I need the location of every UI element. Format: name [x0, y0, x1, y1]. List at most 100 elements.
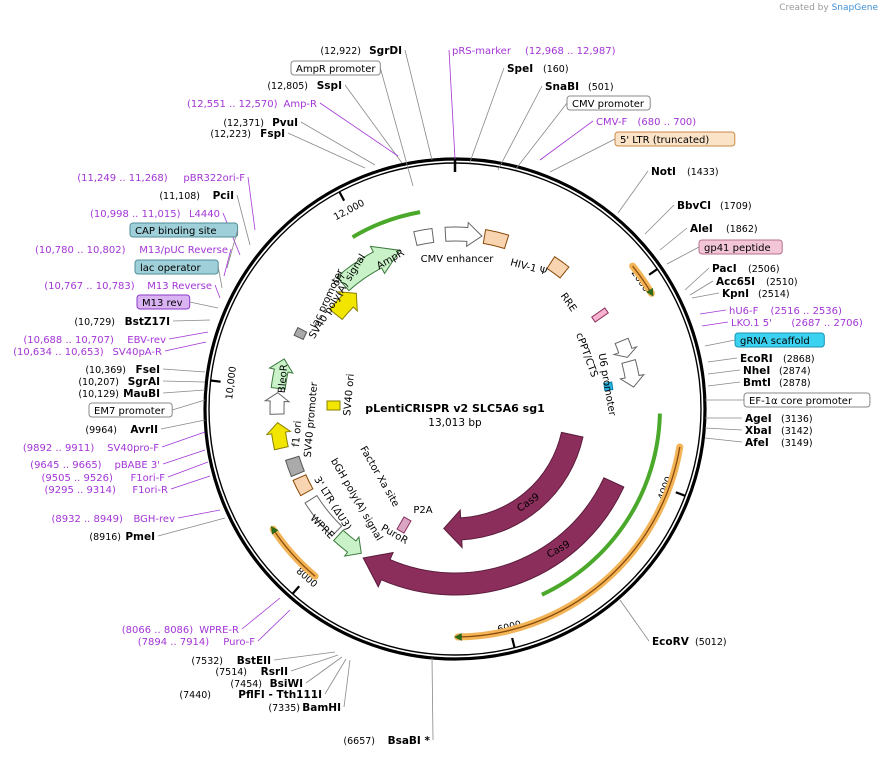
- leader-line: [379, 67, 414, 187]
- leader-line: [226, 229, 238, 269]
- leader-line: [659, 227, 688, 251]
- ltr3-box: [292, 474, 314, 497]
- f1-ori-label: f1 ori: [291, 420, 304, 447]
- enzyme-name: PciI: [213, 190, 234, 202]
- sv40-promoter-label: SV40 promoter: [303, 381, 321, 458]
- enzyme-position: (160): [543, 64, 569, 75]
- enzyme-name: PacI: [712, 263, 737, 275]
- enzyme-position: (3136): [781, 414, 813, 425]
- primer-position: (9645 .. 9665): [30, 460, 102, 471]
- leader-line: [707, 357, 738, 363]
- leader-line: [666, 246, 700, 265]
- primer-name: SV40pA-R: [113, 347, 162, 358]
- enzyme-name: BstZ17I: [125, 316, 170, 328]
- enzyme-name: NheI: [743, 365, 770, 377]
- enzyme-name: BsaBI *: [388, 735, 431, 747]
- sv40-promoter-arrow: [263, 392, 291, 415]
- leader-line: [162, 368, 206, 373]
- sv40-polya-label: SV40 poly(A) signal: [307, 252, 368, 341]
- enzyme-name: PflFI - Tth111I: [238, 689, 322, 701]
- enzyme-position: (7440): [179, 690, 211, 701]
- enzyme-name: BsiWI: [270, 678, 303, 690]
- primer-name: BGH-rev: [133, 514, 175, 525]
- primer-name: Puro-F: [223, 637, 255, 648]
- enzyme-position: (10,729): [74, 317, 115, 328]
- tick-label: 12,000: [332, 198, 367, 223]
- rre-label: RRE: [558, 291, 579, 314]
- enzyme-position: (12,922): [320, 46, 361, 57]
- cmv-enhancer-arrow: [444, 221, 483, 248]
- bgh-box: [284, 455, 305, 478]
- labels: SgrDI(12,922)pRS-marker(12,968 .. 12,987…: [13, 45, 871, 747]
- leader-line: [167, 461, 209, 478]
- leader-line: [617, 170, 649, 214]
- sv40-polya-box: [293, 326, 308, 341]
- enzyme-name: BstEII: [237, 655, 271, 667]
- cas9-outer-arc: [362, 477, 625, 596]
- ampr-arrow: [336, 245, 401, 292]
- enzyme-position: (7335): [268, 703, 300, 714]
- cmv-enhancer-label: CMV enhancer: [421, 254, 495, 265]
- u6-label: U6 promoter: [596, 352, 618, 417]
- leader-line: [189, 301, 219, 309]
- leader-line: [172, 399, 206, 411]
- feature-box-text: CAP binding site: [135, 226, 217, 237]
- cas9-inner-arc: [443, 431, 584, 549]
- leader-line: [707, 381, 741, 387]
- feature-box-text: lac operator: [140, 263, 201, 274]
- ltr-arcs: [269, 210, 684, 641]
- enzyme-position: (10,369): [85, 365, 126, 376]
- enzyme-position: (501): [588, 82, 614, 93]
- sv40-ori-label: SV40 ori: [342, 373, 357, 416]
- ltr-arc: [454, 446, 681, 641]
- leader-line: [619, 599, 650, 642]
- primer-name: pRS-marker: [452, 46, 512, 57]
- primer-name: WPRE-R: [199, 625, 239, 636]
- enzyme-name: RsrII: [261, 666, 288, 678]
- rre-box: [546, 256, 570, 279]
- enzyme-name: AvrII: [130, 424, 158, 436]
- enzyme-position: (2874): [779, 366, 811, 377]
- leader-line: [161, 431, 206, 448]
- feature-box-text: M13 rev: [142, 298, 183, 309]
- feature-box-text: EM7 promoter: [94, 406, 166, 417]
- f1-ori-arrow: [265, 422, 292, 451]
- primer-name: CMV-F: [596, 117, 627, 128]
- feature-box-text: gp41 peptide: [704, 243, 771, 254]
- leader-line: [247, 176, 256, 231]
- leader-line: [344, 84, 403, 164]
- leader-line: [241, 597, 281, 630]
- enzyme-name: AfeI: [745, 437, 769, 449]
- enzyme-position: (2510): [766, 277, 798, 288]
- puror-arrow: [332, 529, 362, 557]
- primer-position: (10,767 .. 10,783): [44, 281, 135, 292]
- ori-arrow: [329, 291, 358, 321]
- leader-line: [514, 102, 568, 171]
- enzyme-position: (1433): [687, 167, 719, 178]
- green-arc-top: [351, 210, 421, 239]
- wpre-box: [304, 494, 343, 537]
- ampr-promoter-box: [413, 227, 435, 246]
- tick-line: [291, 585, 301, 595]
- leader-line: [431, 657, 434, 741]
- primer-name: SV40pro-F: [107, 443, 159, 454]
- leader-line: [684, 267, 710, 291]
- feature-box-text: 5' LTR (truncated): [620, 135, 709, 146]
- leader-line: [223, 248, 232, 277]
- primer-name: F1ori-R: [132, 485, 168, 496]
- enzyme-position: (7532): [191, 656, 223, 667]
- primer-position: (9892 .. 9911): [23, 443, 95, 454]
- primer-position: (12,968 .. 12,987): [525, 46, 616, 57]
- leader-line: [699, 309, 727, 315]
- tick-line: [338, 191, 346, 202]
- feature-box-text: AmpR promoter: [296, 64, 376, 75]
- feature-box-text: CMV promoter: [572, 99, 645, 110]
- leader-line: [343, 659, 351, 708]
- enzyme-name: EcoRV: [652, 636, 690, 648]
- enzyme-name: XbaI: [745, 425, 772, 437]
- enzyme-name: SpeI: [507, 63, 533, 75]
- cppt-arrow: [612, 337, 639, 358]
- ltr5-box: [482, 229, 510, 250]
- enzyme-name: BmtI: [743, 377, 771, 389]
- leader-line: [704, 339, 736, 347]
